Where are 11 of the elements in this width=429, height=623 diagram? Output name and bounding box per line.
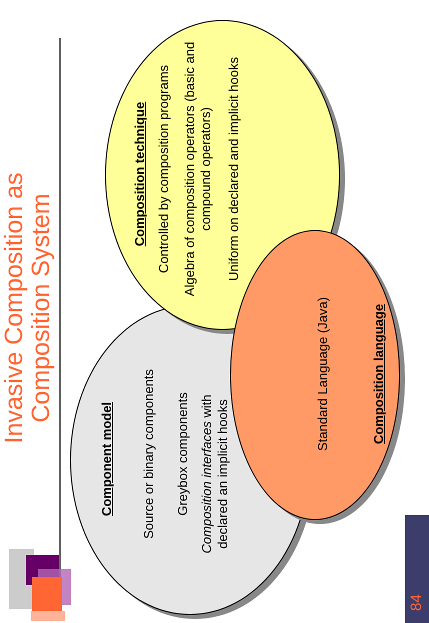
item-text: Source or binary components bbox=[141, 368, 157, 541]
heading-text: Component model bbox=[99, 400, 115, 518]
heading-text: Composition technique bbox=[132, 100, 148, 248]
heading-text: Composition language bbox=[371, 302, 387, 446]
item-text: Controlled by composition programs bbox=[156, 64, 172, 276]
item-text: Uniform on declared and implicit hooks bbox=[226, 56, 242, 283]
item-text: Greybox components bbox=[175, 391, 191, 518]
item-text: Standard Language (Java) bbox=[315, 296, 331, 453]
item-text: Algebra of composition operators (basic and compound operators) bbox=[182, 40, 214, 298]
slide-title: Invasive Composition as Composition System bbox=[1, 172, 55, 446]
page-number: 84 bbox=[408, 594, 425, 611]
